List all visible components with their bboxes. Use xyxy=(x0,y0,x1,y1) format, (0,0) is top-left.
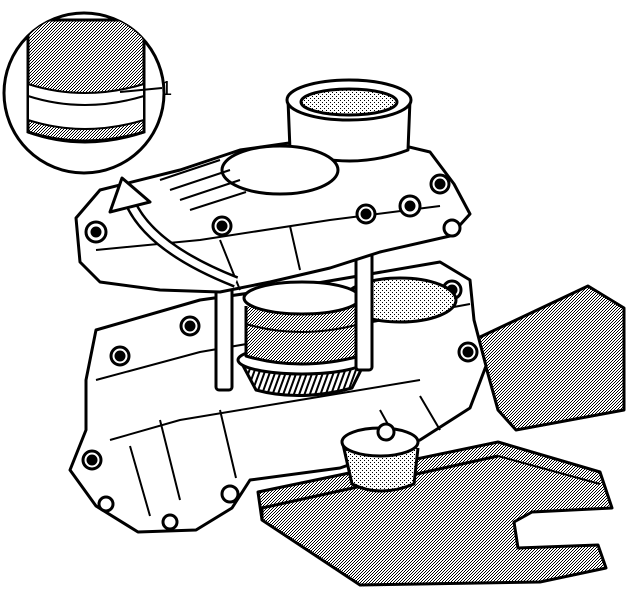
detail-magnifier: 1 xyxy=(2,11,172,175)
guide-studs xyxy=(214,250,374,392)
holding-fixture xyxy=(256,284,626,587)
gear-assembly xyxy=(236,280,368,397)
callout-1: 1 xyxy=(161,78,172,100)
reference-arrow xyxy=(108,176,239,288)
